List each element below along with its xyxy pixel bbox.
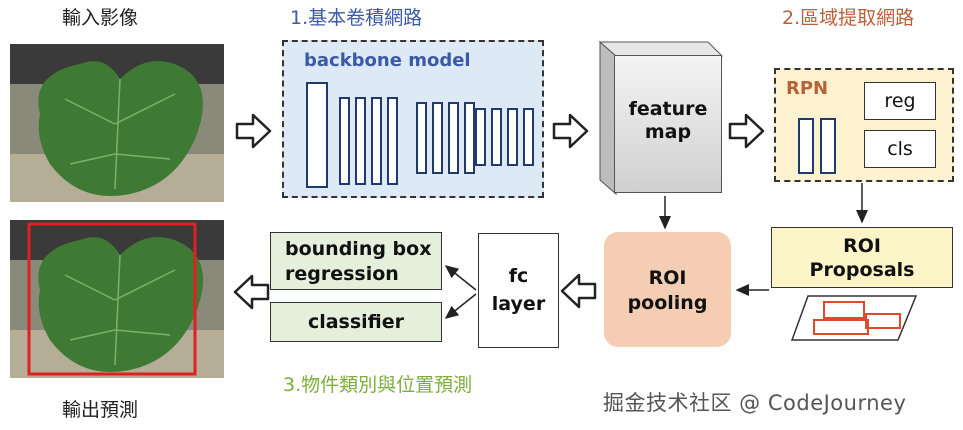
output-image — [10, 220, 224, 378]
rpn-layer-bar — [820, 118, 836, 174]
bounding-box-regression-box: bounding box regression — [270, 232, 442, 290]
conv-layer-bar — [416, 102, 427, 174]
bbox-regression-line2: regression — [285, 263, 399, 285]
step2-label: 2.區域提取網路 — [782, 7, 915, 29]
conv-layer-bar — [306, 82, 328, 188]
conv-layer-bar — [371, 97, 382, 185]
rpn-reg-box: reg — [864, 82, 936, 120]
feature-map-line1: feature — [628, 98, 708, 120]
conv-layer-bar — [464, 102, 475, 174]
arrow-fc-to-regression — [444, 265, 477, 291]
backbone-model-box: backbone model — [282, 40, 544, 198]
prediction-bounding-box — [27, 222, 197, 376]
bbox-regression-line1: bounding box — [285, 238, 432, 260]
arrow-fc-to-classifier — [444, 293, 477, 319]
roi-proposals-box: ROI Proposals — [771, 227, 953, 288]
hollow-arrow-right — [235, 113, 272, 149]
conv-layer-bar — [448, 102, 459, 174]
feature-map-line2: map — [644, 121, 692, 143]
hollow-arrow-left — [560, 273, 597, 309]
roi-pooling-line2: pooling — [627, 292, 708, 314]
input-image-label: 輸入影像 — [62, 7, 139, 29]
fc-layer-line1: fc — [508, 265, 529, 287]
hollow-arrow-right — [552, 113, 589, 149]
output-prediction-label: 輸出預測 — [62, 399, 139, 421]
step3-label: 3.物件類別與位置預測 — [283, 374, 473, 396]
feature-map-shape — [598, 40, 724, 196]
conv-layer-bar — [355, 97, 366, 185]
fc-layer-line2: layer — [491, 293, 546, 315]
step1-label: 1.基本卷積網路 — [290, 7, 423, 29]
rpn-title: RPN — [786, 78, 829, 99]
conv-layer-bar — [387, 97, 398, 185]
fc-layer-box: fc layer — [478, 233, 559, 348]
classifier-box: classifier — [270, 302, 442, 342]
roi-pooling-line1: ROI — [648, 267, 687, 289]
conv-layer-bar — [339, 97, 350, 185]
roi-pooling-box: ROI pooling — [604, 232, 731, 347]
conv-layer-bar — [523, 108, 534, 166]
backbone-title: backbone model — [304, 50, 471, 71]
rpn-cls-box: cls — [864, 130, 936, 168]
watermark: 掘金技术社区 @ CodeJourney — [603, 391, 907, 415]
conv-layer-bar — [491, 108, 502, 166]
roi-proposals-line2: Proposals — [809, 259, 915, 281]
conv-layer-bar — [432, 102, 443, 174]
conv-layer-bar — [475, 108, 486, 166]
feature-map-box: feature map — [614, 55, 722, 193]
rpn-layer-bar — [798, 118, 814, 174]
roi-proposals-line1: ROI — [843, 235, 881, 257]
hollow-arrow-right — [728, 113, 765, 149]
conv-layer-bar — [507, 108, 518, 166]
hollow-arrow-left — [233, 274, 270, 310]
rpn-box: RPN reg cls — [774, 68, 954, 182]
input-image — [10, 44, 224, 202]
proposals-illustration — [790, 295, 918, 341]
